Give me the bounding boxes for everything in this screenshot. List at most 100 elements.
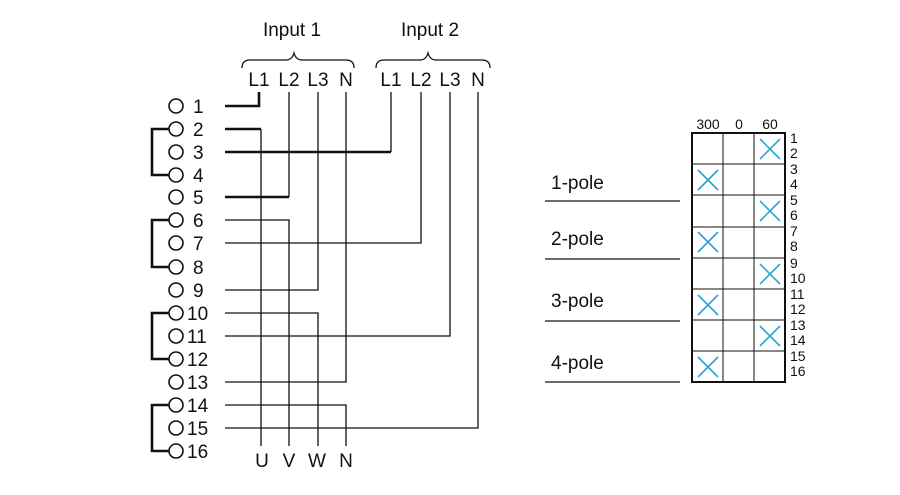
input-2-l1-label: L1 — [380, 70, 401, 91]
position-300-label: 300 — [696, 116, 720, 132]
terminal-10-circle — [168, 305, 184, 321]
terminal-1-label: 1 — [193, 97, 204, 118]
terminal-16-circle — [168, 443, 184, 459]
terminal-13-label: 13 — [187, 373, 208, 394]
pole-3-label: 3-pole — [551, 291, 604, 312]
wire-output-w — [225, 312, 319, 446]
output-labels: U V W N — [255, 451, 353, 472]
terminal-14-circle — [168, 397, 184, 413]
wire-input2-l3 — [225, 92, 451, 337]
output-u-label: U — [255, 451, 269, 472]
contact-1-2-cross — [759, 138, 781, 160]
contact-10-label: 10 — [790, 270, 806, 286]
terminal-6-circle — [168, 212, 184, 228]
pole-1-label: 1-pole — [551, 173, 604, 194]
contact-2-label: 2 — [790, 145, 798, 161]
contact-3-4-cross — [697, 169, 719, 191]
terminal-9-circle — [168, 282, 184, 298]
input-1-brace — [241, 50, 355, 69]
wire-input2-n — [225, 92, 479, 429]
terminal-15-circle — [168, 420, 184, 436]
terminal-12-circle — [168, 351, 184, 367]
contact-13-14-cross — [759, 325, 781, 347]
jumper-10-12 — [150, 311, 169, 361]
contact-5-6-cross — [759, 200, 781, 222]
input-1-title: Input 1 — [263, 20, 321, 41]
terminal-7-label: 7 — [193, 234, 204, 255]
wire-output-n — [225, 404, 347, 446]
terminal-12-label: 12 — [187, 350, 208, 371]
contact-13-label: 13 — [790, 317, 806, 333]
terminal-7-circle — [168, 235, 184, 251]
input-2-n-label: N — [471, 70, 485, 91]
input-1-line-labels: L1 L2 L3 N — [248, 70, 352, 91]
pole-labels: 1-pole 2-pole 3-pole 4-pole — [545, 173, 680, 383]
terminal-3-circle — [168, 144, 184, 160]
contact-4-label: 4 — [790, 176, 798, 192]
terminal-jumpers — [150, 127, 169, 453]
terminal-3-label: 3 — [193, 143, 204, 164]
terminal-2-label: 2 — [193, 120, 204, 141]
contact-9-label: 9 — [790, 255, 798, 271]
contact-6-label: 6 — [790, 207, 798, 223]
terminal-5-circle — [168, 189, 184, 205]
input-2-line-labels: L1 L2 L3 N — [380, 70, 484, 91]
output-wires — [225, 127, 347, 446]
output-v-label: V — [283, 451, 296, 472]
pole-2-label: 2-pole — [551, 229, 604, 250]
wire-output-v — [225, 219, 290, 446]
contact-15-label: 15 — [790, 348, 806, 364]
contact-7-label: 7 — [790, 223, 798, 239]
output-n-label: N — [339, 451, 353, 472]
contact-14-label: 14 — [790, 332, 806, 348]
contact-7-8-cross — [697, 231, 719, 253]
contact-8-label: 8 — [790, 238, 798, 254]
position-0-label: 0 — [735, 116, 743, 132]
terminal-16-label: 16 — [187, 442, 208, 463]
terminal-15-label: 15 — [187, 419, 208, 440]
terminal-8-label: 8 — [193, 258, 204, 279]
terminal-9-label: 9 — [193, 281, 204, 302]
input-1-n-label: N — [339, 70, 353, 91]
contact-16-label: 16 — [790, 363, 806, 379]
jumper-2-4 — [150, 127, 169, 177]
wire-input1-n — [225, 92, 347, 383]
terminal-numbers: 1 2 3 4 5 6 7 8 9 10 11 12 13 14 15 16 — [187, 97, 209, 463]
input-2-l3-label: L3 — [439, 70, 460, 91]
terminal-11-label: 11 — [187, 327, 207, 348]
jumper-6-8 — [150, 218, 169, 269]
wire-input2-l2 — [225, 92, 422, 244]
terminal-2-circle — [168, 121, 184, 137]
switch-table: 300 0 60 1 2 3 4 5 6 7 8 9 10 11 12 1 — [691, 116, 806, 383]
terminal-13-circle — [168, 374, 184, 390]
terminal-11-circle — [168, 328, 184, 344]
contact-12-label: 12 — [790, 301, 806, 317]
contact-11-12-cross — [697, 294, 719, 316]
position-60-label: 60 — [762, 116, 778, 132]
pole-4-label: 4-pole — [551, 353, 604, 374]
input-2-brace — [375, 50, 491, 69]
input-2-title: Input 2 — [401, 20, 459, 41]
terminal-8-circle — [168, 259, 184, 275]
input-1-l2-label: L2 — [278, 70, 299, 91]
terminal-1-circle — [168, 98, 184, 114]
wire-input1-l3 — [225, 92, 319, 291]
input-wires — [225, 92, 479, 429]
terminal-6-label: 6 — [193, 211, 204, 232]
input-1-l1-label: L1 — [248, 70, 269, 91]
contact-1-label: 1 — [790, 130, 798, 146]
terminal-5-label: 5 — [193, 188, 204, 209]
contact-3-label: 3 — [790, 161, 798, 177]
terminal-4-circle — [168, 167, 184, 183]
input-1-l3-label: L3 — [307, 70, 328, 91]
terminal-10-label: 10 — [187, 304, 208, 325]
output-w-label: W — [308, 451, 326, 472]
contact-15-16-cross — [697, 356, 719, 378]
contact-5-label: 5 — [790, 192, 798, 208]
terminal-circles — [168, 98, 184, 459]
contact-9-10-cross — [759, 263, 781, 285]
contact-11-label: 11 — [790, 286, 805, 302]
input-2-l2-label: L2 — [410, 70, 431, 91]
